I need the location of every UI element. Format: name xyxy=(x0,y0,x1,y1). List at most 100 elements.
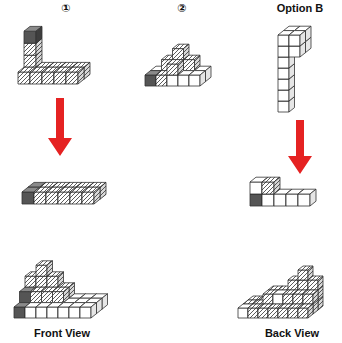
cube-face xyxy=(20,292,31,303)
cube-face xyxy=(298,308,308,318)
cube xyxy=(24,26,42,43)
cube-face xyxy=(262,194,274,206)
cube-face xyxy=(78,67,84,84)
cube xyxy=(298,189,316,206)
cube-figure xyxy=(22,182,106,204)
cube-face xyxy=(66,72,78,84)
cube-face xyxy=(80,307,91,318)
cube-face xyxy=(308,280,318,290)
cube-figure xyxy=(250,177,316,206)
cube-face xyxy=(298,194,310,206)
cube-figure xyxy=(145,44,211,86)
cube-face xyxy=(250,182,262,194)
cube-face xyxy=(102,294,108,309)
cube-face xyxy=(274,194,286,206)
cube-figure xyxy=(14,261,108,318)
cube-face xyxy=(189,75,200,86)
cube-face xyxy=(288,280,298,290)
cube-face xyxy=(313,290,318,304)
cube-face xyxy=(184,60,195,71)
figure-number: ② xyxy=(177,2,186,15)
cube-face xyxy=(36,26,42,43)
cube-face xyxy=(298,270,308,280)
cube-face xyxy=(308,304,313,318)
cube-face xyxy=(34,192,46,204)
cube-face xyxy=(278,35,289,46)
cube-face xyxy=(100,182,106,199)
cube-face xyxy=(18,72,30,84)
cube-face xyxy=(69,307,80,318)
cube-face xyxy=(278,79,289,90)
cube-face xyxy=(289,46,300,57)
cube-face xyxy=(30,72,42,84)
cube-face xyxy=(310,189,316,206)
view-caption: Front View xyxy=(34,327,90,340)
cube xyxy=(298,304,313,318)
cube-face xyxy=(94,187,100,204)
cube-face xyxy=(145,75,156,86)
cube-face xyxy=(283,294,293,304)
cube-face xyxy=(248,308,258,318)
view-caption: Back View xyxy=(265,327,319,340)
cube-face xyxy=(31,292,42,303)
cube-face xyxy=(47,276,58,287)
cube-face xyxy=(70,192,82,204)
cube-face xyxy=(24,31,36,43)
cube-face xyxy=(25,276,36,287)
down-arrow xyxy=(48,98,72,156)
cube xyxy=(308,276,323,290)
cube-face xyxy=(278,68,289,79)
cube-face xyxy=(318,276,323,290)
cube-face xyxy=(42,72,54,84)
cube-face xyxy=(258,308,268,318)
cube-face xyxy=(36,265,47,276)
cube-face xyxy=(47,307,58,318)
figure-number: ① xyxy=(61,2,70,15)
cube-face xyxy=(278,101,289,112)
cube-face xyxy=(286,194,298,206)
cube-face xyxy=(58,307,69,318)
cube xyxy=(80,303,97,318)
cube-face xyxy=(278,57,289,68)
cube-face xyxy=(173,49,184,60)
cube-face xyxy=(167,64,178,75)
cube-face xyxy=(278,308,288,318)
cube xyxy=(189,71,206,86)
cube-face xyxy=(54,72,66,84)
cube-face xyxy=(42,292,53,303)
cube-face xyxy=(263,294,273,304)
down-arrow xyxy=(288,120,312,174)
cube-face xyxy=(84,62,90,79)
cube-face xyxy=(14,307,25,318)
cube xyxy=(66,67,84,84)
cube-face xyxy=(238,308,248,318)
red-arrows xyxy=(48,98,312,174)
cube-face xyxy=(250,194,262,206)
cube-face xyxy=(91,303,97,318)
cube-face xyxy=(200,71,206,86)
cube-face xyxy=(156,75,167,86)
cube-figure xyxy=(18,26,90,84)
cube-face xyxy=(36,276,47,287)
cube-face xyxy=(289,35,300,46)
cube-face xyxy=(24,55,36,67)
cube-face xyxy=(300,31,306,46)
cube-face xyxy=(268,308,278,318)
cube-face xyxy=(167,75,178,86)
cube-face xyxy=(288,308,298,318)
cube-face xyxy=(25,307,36,318)
cube-face xyxy=(178,75,189,86)
cube-face xyxy=(278,90,289,101)
cube-face xyxy=(306,26,312,41)
cube-face xyxy=(24,43,36,55)
cube-face xyxy=(298,280,308,290)
cube-face xyxy=(262,182,274,194)
cube-face xyxy=(273,294,283,304)
cube xyxy=(303,290,318,304)
cube-face xyxy=(293,294,303,304)
cube-face xyxy=(53,292,64,303)
cube-figure xyxy=(238,266,323,318)
cube-face xyxy=(82,192,94,204)
cube-face xyxy=(97,298,103,313)
